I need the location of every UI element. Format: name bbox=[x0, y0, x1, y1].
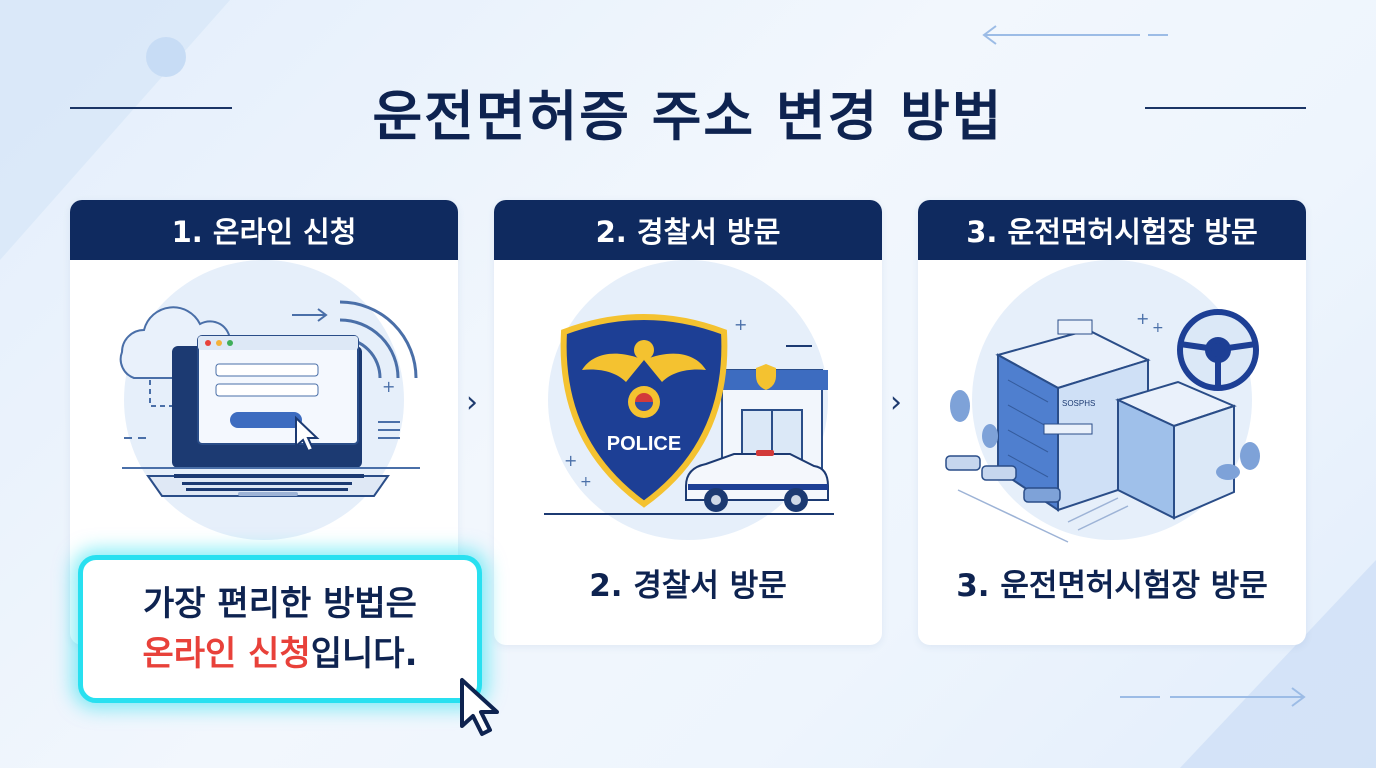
mouse-pointer-icon bbox=[460, 678, 499, 736]
police-illustration: POLICE ++ + bbox=[544, 260, 834, 540]
svg-text:+: + bbox=[1136, 309, 1149, 328]
police-label: POLICE bbox=[607, 433, 681, 455]
car-icon bbox=[945, 455, 1061, 503]
building-sign: SOSPHS bbox=[1062, 399, 1095, 408]
svg-text:+: + bbox=[734, 315, 747, 334]
building-illustration: SOSPHS ++ bbox=[945, 260, 1260, 543]
card-header: 3. 운전면허시험장 방문 bbox=[918, 200, 1306, 260]
chevron-right-icon: › bbox=[466, 385, 478, 420]
cursor-icon bbox=[295, 415, 320, 453]
card-caption: 2. 경찰서 방문 bbox=[589, 568, 787, 604]
arrow-left-icon bbox=[982, 25, 1168, 45]
svg-text:+: + bbox=[580, 474, 592, 490]
card-caption: 3. 운전면허시험장 방문 bbox=[956, 568, 1268, 604]
callout-line2: 온라인 신청입니다. bbox=[142, 629, 417, 679]
page-title: 운전면허증 주소 변경 방법 bbox=[372, 85, 1004, 148]
svg-text:+: + bbox=[564, 451, 577, 470]
recommendation-callout: 가장 편리한 방법은 온라인 신청입니다. bbox=[78, 555, 482, 703]
card-test-center: 3. 운전면허시험장 방문 SOSPHS ++ 3. 운전면허시험장 방문 bbox=[918, 200, 1306, 645]
callout-line2-rest: 입니다. bbox=[310, 634, 418, 674]
svg-text:+: + bbox=[1152, 320, 1164, 336]
arrow-right-icon bbox=[1120, 687, 1306, 707]
card-header: 1. 온라인 신청 bbox=[70, 200, 458, 260]
card-header: 2. 경찰서 방문 bbox=[494, 200, 882, 260]
card-police: 2. 경찰서 방문 POLICE ++ + 2. 경찰서 방문 bbox=[494, 200, 882, 645]
chevron-right-icon: › bbox=[890, 385, 902, 420]
laptop-illustration: + bbox=[119, 260, 420, 540]
callout-line1: 가장 편리한 방법은 bbox=[143, 584, 417, 624]
steering-wheel-icon bbox=[1177, 309, 1259, 391]
svg-text:+: + bbox=[382, 377, 395, 396]
shield-icon bbox=[756, 364, 776, 390]
callout-highlight: 온라인 신청 bbox=[142, 634, 311, 674]
